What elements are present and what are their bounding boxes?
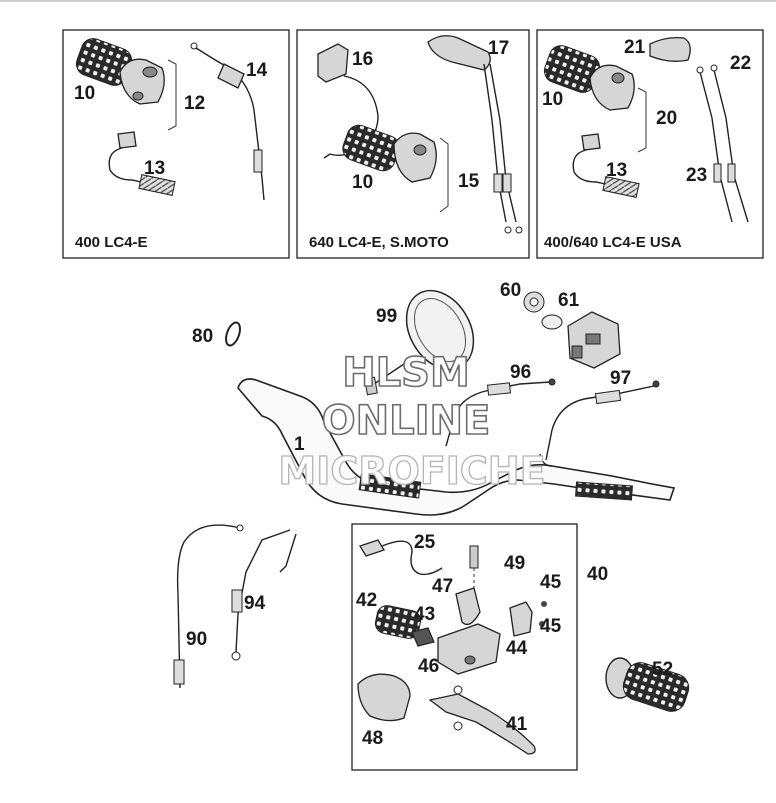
callout-22: 22: [730, 53, 751, 74]
callout-10: 10: [74, 83, 95, 104]
cable-97: [539, 380, 660, 467]
callout-61: 61: [558, 290, 580, 311]
callout-90: 90: [186, 629, 207, 650]
panel-400-640-lc4e-usa: 21 22 10 20 13 23 400/640 LC4-E USA: [536, 29, 764, 259]
clutch-cables: 94 90: [173, 524, 297, 689]
callout-42: 42: [356, 590, 377, 611]
callout-45a: 45: [540, 572, 562, 593]
callout-46: 46: [418, 656, 439, 677]
throttle-grip-assembly: [75, 38, 165, 105]
callout-17: 17: [488, 38, 509, 59]
panel-caption: 400/640 LC4-E USA: [544, 234, 682, 251]
panel-640-lc4e-smoto: 16 17 10 15 640 LC4-E, S.MOTO: [296, 29, 530, 259]
throttle-cables-17: [427, 35, 523, 234]
panel-400-lc4e: 10 12 14 13 400 LC4-E: [62, 29, 290, 259]
bracket-20: [637, 87, 647, 153]
panel-frame: [62, 29, 290, 259]
callout-96: 96: [510, 362, 531, 383]
callout-15: 15: [458, 171, 480, 192]
callout-94: 94: [244, 593, 266, 614]
callout-45b: 45: [540, 616, 562, 637]
callout-1: 1: [294, 434, 305, 455]
bracket-15: [439, 137, 449, 213]
watermark-line-2: ONLINE: [322, 398, 491, 444]
callout-10: 10: [352, 172, 373, 193]
panel-frame: [536, 29, 764, 259]
callout-52: 52: [652, 659, 673, 680]
watermark-line-3: MICROFICHE: [278, 449, 545, 493]
switch-25: [359, 539, 443, 576]
mirror-99: [364, 289, 475, 396]
clamp-45: [509, 601, 533, 637]
callout-14: 14: [246, 60, 268, 81]
cover-21: [649, 36, 691, 62]
knurl-left: [358, 473, 422, 499]
switch-13: [108, 131, 176, 196]
callout-99: 99: [376, 306, 397, 327]
grip-52: 52: [605, 657, 690, 712]
callout-43: 43: [414, 604, 435, 625]
callout-40: 40: [587, 564, 608, 585]
callout-47: 47: [432, 576, 453, 597]
switch-13: [572, 133, 640, 198]
callout-41: 41: [506, 714, 528, 735]
ring-80: [225, 321, 241, 347]
panel-frame: [296, 29, 530, 259]
watermark-line-1: HLSM: [342, 350, 470, 396]
callout-12: 12: [184, 93, 205, 114]
panel-caption: 400 LC4-E: [75, 234, 148, 251]
callout-60: 60: [500, 280, 521, 301]
callout-10: 10: [542, 89, 563, 110]
throttle-cables-22: [696, 64, 749, 223]
callout-25: 25: [414, 532, 436, 553]
callout-48: 48: [362, 728, 383, 749]
part-43: [411, 627, 435, 647]
throttle-cable-14: [190, 42, 265, 201]
handlebar-assembly: 80 99 60 61 96 97 1: [192, 280, 676, 516]
bracket-12: [167, 59, 177, 131]
panel-caption: 640 LC4-E, S.MOTO: [309, 234, 449, 251]
bolt-49: [469, 545, 479, 569]
throttle-grip-assembly: [342, 124, 437, 183]
cable-96: [445, 378, 556, 447]
switch-60-61: [523, 291, 621, 369]
part-47: [455, 587, 481, 626]
watermark: HLSM ONLINE MICROFICHE: [278, 349, 546, 493]
callout-49: 49: [504, 553, 525, 574]
callout-44: 44: [506, 638, 528, 659]
callout-16: 16: [352, 49, 373, 70]
callout-21: 21: [624, 37, 646, 58]
grip-42: [374, 605, 422, 639]
callout-13: 13: [606, 160, 627, 181]
lever-41: [428, 693, 536, 755]
top-rule: [0, 0, 776, 2]
callout-20: 20: [656, 108, 677, 129]
throttle-grip-assembly: [543, 45, 635, 111]
handlebar: [237, 378, 676, 516]
callout-80: 80: [192, 326, 213, 347]
cable-90: [176, 524, 241, 689]
box-40: [351, 523, 578, 771]
housing-44: [437, 623, 501, 675]
callout-13: 13: [144, 158, 165, 179]
cable-94: [235, 529, 291, 653]
lever-assembly-40: 25 49 40 47 45 42 43 45 44 46 41 48: [351, 523, 608, 771]
cover-48: [357, 673, 411, 722]
knurl-right: [575, 481, 633, 501]
callout-23: 23: [686, 165, 707, 186]
callout-97: 97: [610, 368, 631, 389]
